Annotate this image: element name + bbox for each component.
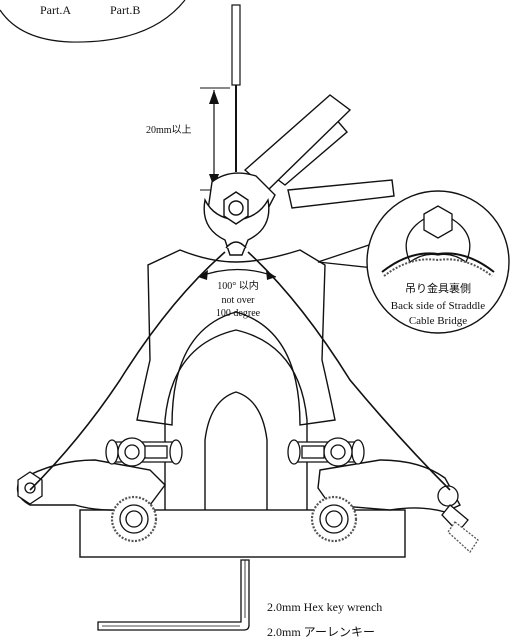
hex-key-icon: [97, 559, 250, 631]
dimension-20mm: 20mm以上: [146, 87, 230, 191]
top-inset: Part.A Part.B: [0, 0, 186, 43]
callout-label-jp: 吊り金具裏側: [405, 281, 471, 295]
dimension-label: 20mm以上: [146, 124, 192, 136]
straddle-cable: [29, 251, 451, 491]
tool-label-jp: 2.0mm アーレンキー: [267, 625, 375, 639]
callout-label-en-1: Back side of Straddle: [391, 300, 486, 312]
callout-label-en-2: Cable Bridge: [409, 315, 467, 327]
right-pad-hardware: [287, 437, 479, 553]
tool-label-en: 2.0mm Hex key wrench: [267, 600, 382, 614]
angle-label-jp: 100° 以内: [217, 279, 259, 292]
angle-label-en-1: not over: [221, 295, 255, 306]
cable-bridge-and-wrench: [203, 94, 352, 256]
cable-end: [231, 4, 241, 172]
callout-inset: 吊り金具裏側 Back side of Straddle Cable Bridg…: [317, 190, 510, 334]
part-b-label: Part.B: [110, 3, 140, 17]
part-a-label: Part.A: [40, 3, 71, 17]
angle-label-en-2: 100 degree: [216, 308, 261, 319]
angle-annotation: 100° 以内 not over 100 degree: [197, 268, 277, 319]
left-pad-hardware: [17, 437, 183, 543]
